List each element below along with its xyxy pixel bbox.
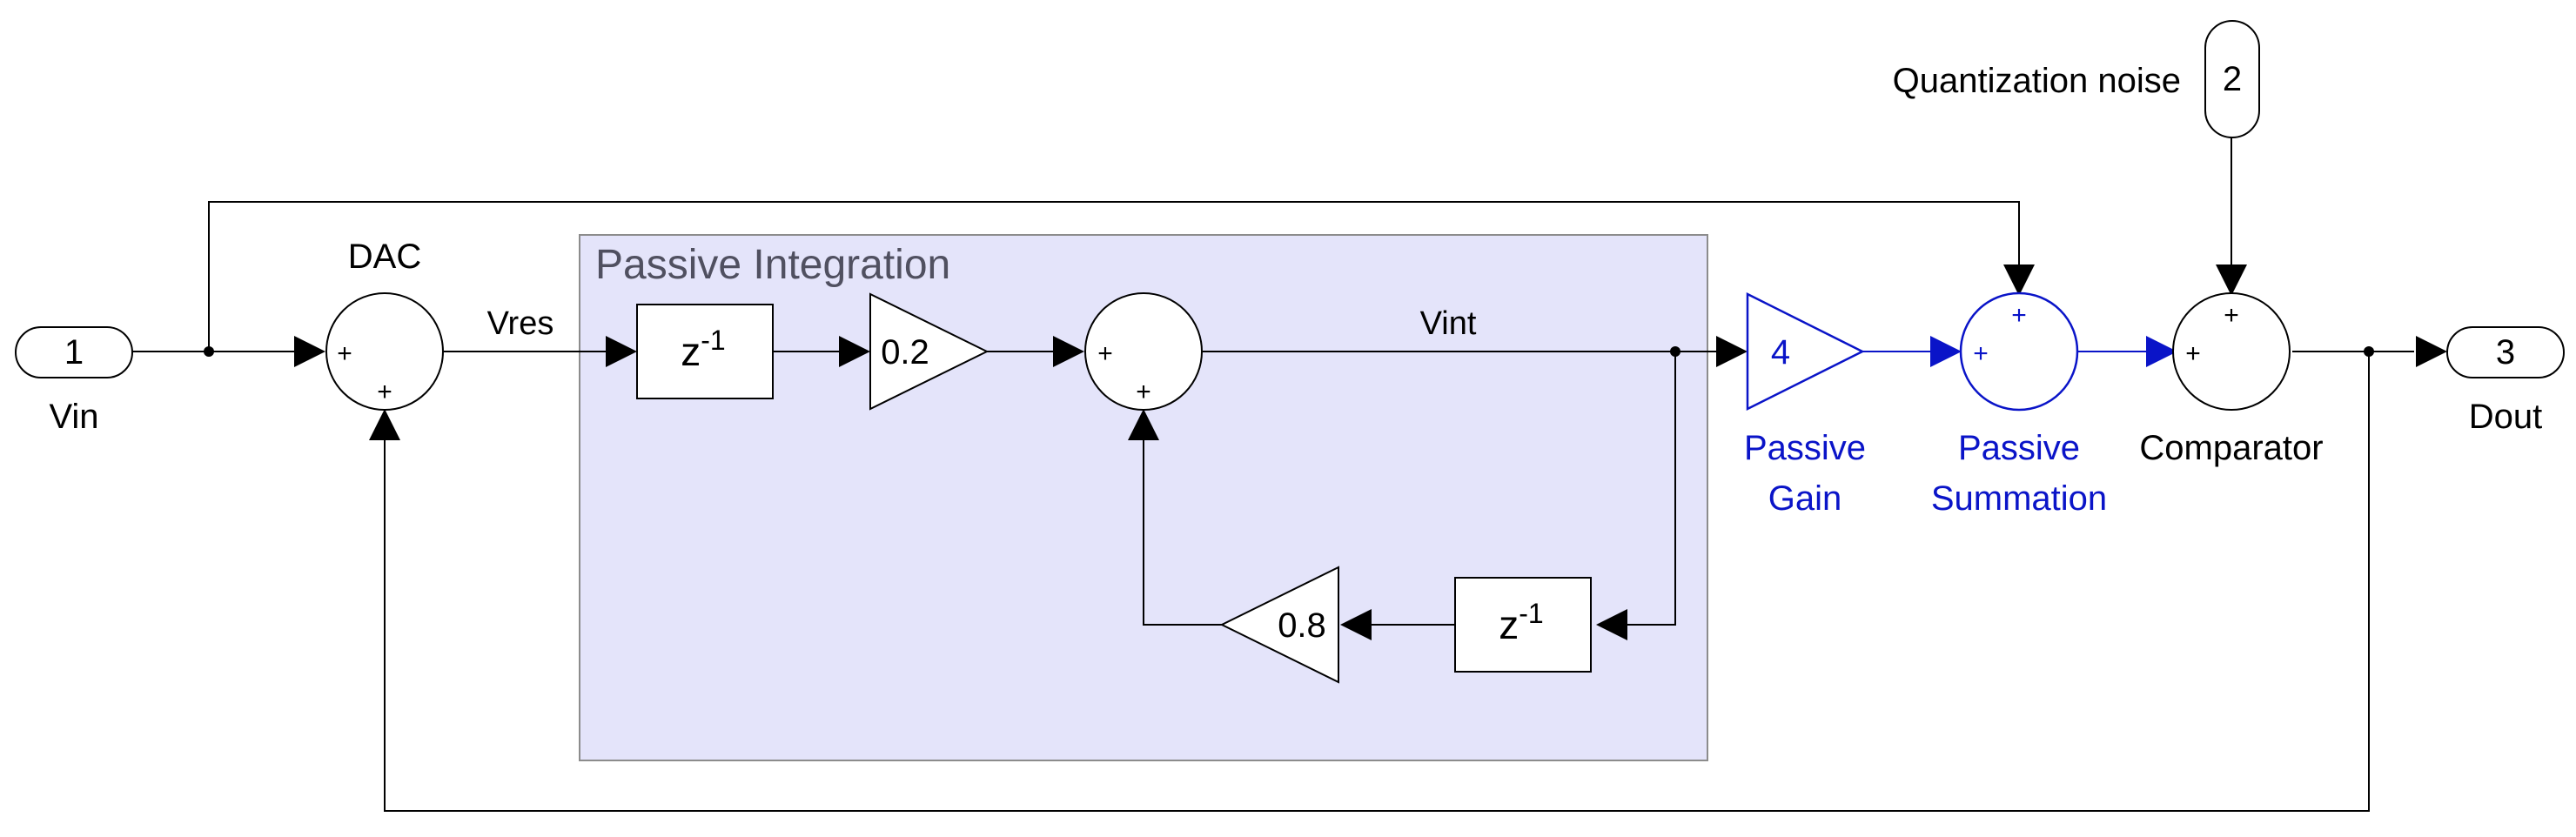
outport-dout[interactable]: 3 [2446, 326, 2565, 378]
sum2-sign-bottom: + [1136, 378, 1151, 406]
passive-gain-label-1: Passive [1744, 429, 1866, 467]
inport-vin-label: Vin [49, 398, 98, 436]
dac-sign-left: + [337, 339, 352, 368]
sum2-sign-left: + [1097, 339, 1113, 368]
passive-gain-value: 4 [1771, 333, 1790, 372]
dac-sum-block[interactable]: + + [325, 292, 444, 411]
signal-vres-label: Vres [487, 305, 554, 342]
comparator-label: Comparator [2139, 429, 2323, 467]
integrator-sum-block[interactable]: + + [1084, 292, 1203, 411]
inport-vin-number: 1 [64, 333, 84, 372]
passive-sum-label-2: Summation [1931, 479, 2107, 518]
delay1-expression: z-1 [681, 325, 725, 374]
passive-gain-label-2: Gain [1768, 479, 1842, 518]
inport-noise-label: Quantization noise [1893, 62, 2181, 100]
delay2-expression: z-1 [1499, 598, 1543, 647]
passive-summation-block[interactable]: + + [1959, 291, 2079, 412]
passive-sum-sign-top: + [2011, 301, 2027, 330]
comparator-sign-left: + [2185, 339, 2201, 368]
gain-block-0-2[interactable]: 0.2 [869, 292, 989, 411]
comparator-sum-block[interactable]: + + [2172, 292, 2291, 411]
subsystem-title: Passive Integration [595, 242, 950, 288]
dac-sign-bottom: + [377, 378, 392, 406]
outport-dout-label: Dout [2469, 398, 2543, 436]
passive-sum-sign-left: + [1973, 339, 1989, 368]
gain1-value: 0.2 [881, 333, 929, 372]
dac-label: DAC [348, 238, 421, 276]
gain-fb-value: 0.8 [1278, 606, 1326, 645]
passive-sum-label-1: Passive [1958, 429, 2080, 467]
unit-delay-block-2[interactable]: z-1 [1454, 577, 1592, 673]
inport-noise-number: 2 [2223, 60, 2242, 98]
junction-vin [204, 346, 214, 357]
unit-delay-block-1[interactable]: z-1 [636, 304, 774, 399]
gain-block-0-8[interactable]: 0.8 [1219, 566, 1339, 684]
passive-gain-block[interactable]: 4 [1746, 291, 1865, 412]
comparator-sign-top: + [2224, 301, 2239, 330]
arrowheads [294, 264, 2447, 640]
signal-lines [132, 137, 2414, 812]
outport-dout-number: 3 [2496, 333, 2515, 372]
junction-dout [2364, 346, 2374, 357]
inport-vin[interactable]: 1 [15, 326, 133, 378]
signal-vint-label: Vint [1420, 305, 1477, 342]
junction-vint [1670, 346, 1680, 357]
inport-quantization-noise[interactable]: 2 [2204, 20, 2260, 138]
